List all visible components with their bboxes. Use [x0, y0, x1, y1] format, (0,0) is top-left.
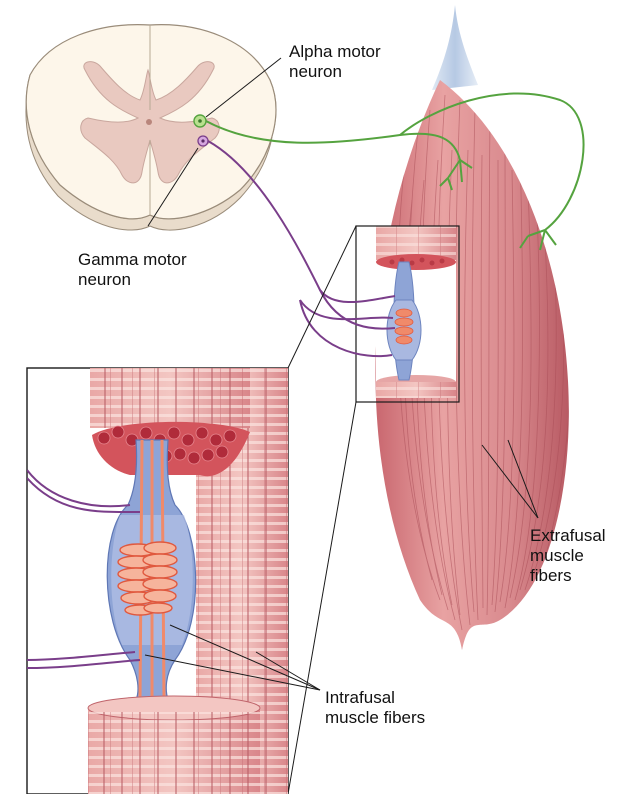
central-canal [146, 119, 152, 125]
gamma-motor-neuron-label: Gamma motor neuron [78, 250, 187, 290]
alpha-motor-neuron-label: Alpha motor neuron [289, 42, 381, 82]
intrafusal-muscle-fibers-label: Intrafusal muscle fibers [325, 688, 425, 728]
window-lower-fibers [376, 375, 456, 398]
window-upper-fibers [376, 226, 456, 270]
spindle-window [376, 226, 456, 398]
upper-tendon [432, 5, 478, 90]
inset-lower-bundle [88, 696, 260, 794]
alpha-motor-neuron-cell [194, 115, 206, 127]
enlarged-spindle-inset [27, 368, 288, 794]
spinal-cord-section [26, 25, 276, 230]
extrafusal-muscle-fibers-label: Extrafusal muscle fibers [530, 526, 606, 586]
inset-upper-bundle [90, 368, 250, 476]
gamma-motor-neuron-cell [198, 136, 208, 146]
